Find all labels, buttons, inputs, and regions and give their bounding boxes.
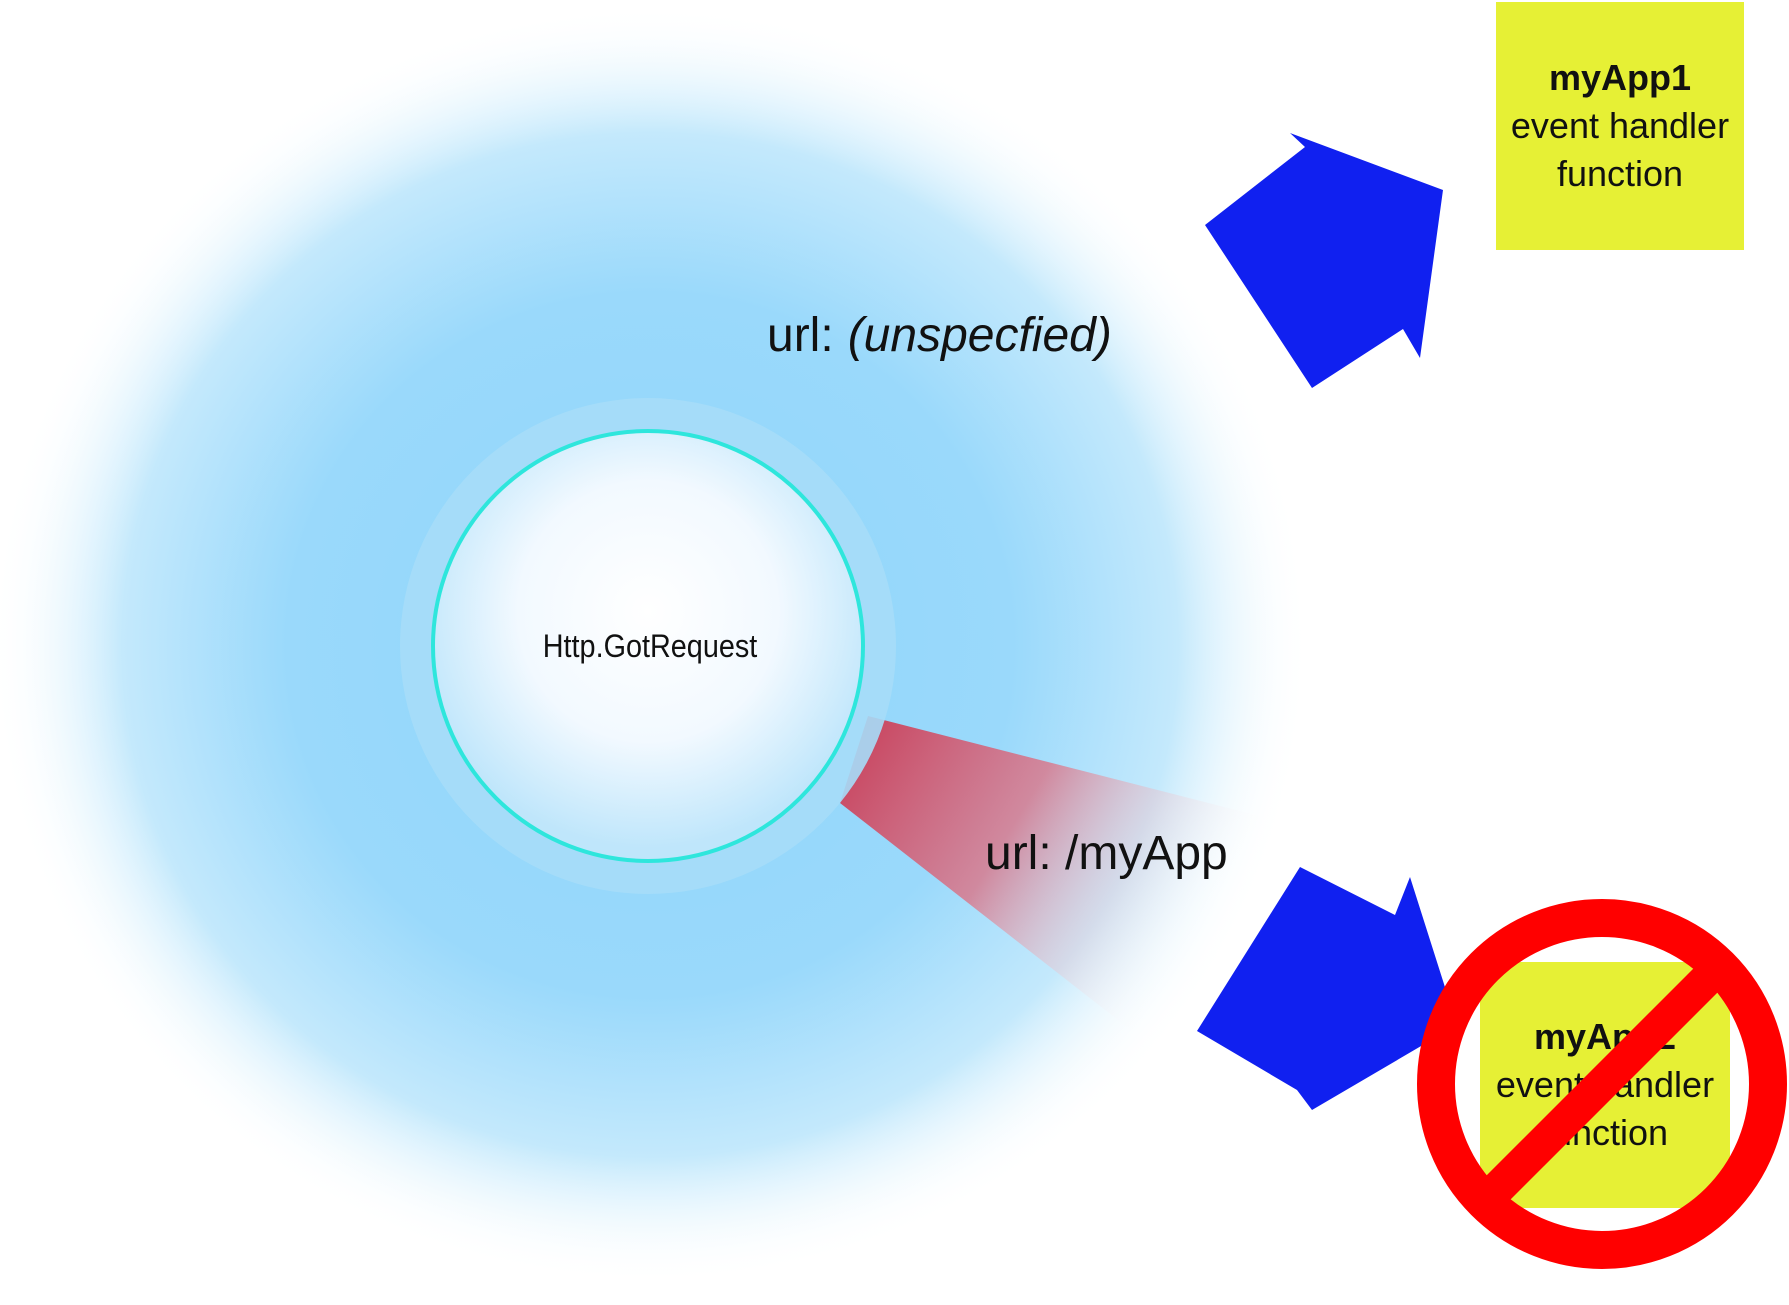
event-name-label: Http.GotRequest [542, 628, 758, 664]
event-node[interactable] [431, 429, 865, 863]
right-arrow-icon [1205, 133, 1443, 388]
handler-desc-line1: event handler [1495, 1064, 1715, 1105]
url-myapp-label: url: /myApp [985, 827, 1228, 880]
handler-name: myApp2 [1533, 1016, 1677, 1057]
handler-desc-line2: function [1541, 1112, 1669, 1153]
myapp1-handler-box[interactable]: myApp1 event handler function [1496, 2, 1744, 250]
url-value: (unspecfied) [847, 309, 1112, 362]
url-prefix: url: [767, 309, 834, 362]
url-unspecified-label: url:(unspecfied) [767, 308, 1112, 363]
handler-desc-line2: function [1556, 153, 1684, 194]
handler-name: myApp1 [1548, 57, 1692, 98]
right-arrow-icon [1197, 867, 1457, 1110]
myapp-route-beam [840, 716, 1275, 1045]
myapp2-handler-box[interactable]: myApp2 event handler function [1480, 962, 1730, 1208]
handler-desc-line1: event handler [1510, 105, 1730, 146]
